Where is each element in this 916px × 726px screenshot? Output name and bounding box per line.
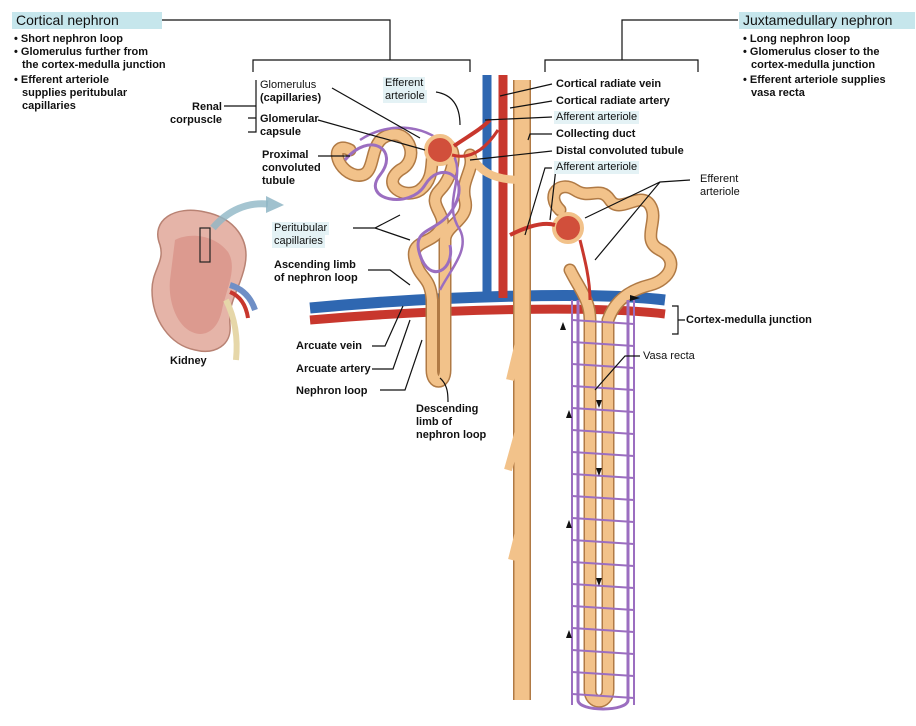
label-limb-of: limb of — [416, 416, 453, 428]
bullet-line: • Long nephron loop — [743, 33, 851, 45]
vasa-recta-rung — [571, 495, 635, 501]
label-of-nephron-loop: of nephron loop — [274, 272, 358, 284]
bullet-line: • Short nephron loop — [14, 33, 123, 45]
juxta-glomerulus — [552, 212, 584, 244]
label-afferent-arteriole: Afferent arteriole — [554, 111, 640, 124]
vasa-recta-rung — [571, 649, 635, 655]
label-proximal: Proximal — [262, 149, 309, 161]
label-collecting-duct: Collecting duct — [556, 128, 636, 140]
label-cortical-radiate-vein: Cortical radiate vein — [556, 78, 662, 90]
label-efferent-juxta-2: arteriole — [700, 186, 740, 198]
label-cortical-radiate-artery: Cortical radiate artery — [556, 95, 670, 107]
label-efferent-arteriole-2: arteriole — [383, 90, 427, 103]
flow-arrows — [560, 295, 640, 638]
label-capsule: capsule — [260, 126, 301, 138]
label-arcuate-artery: Arcuate artery — [296, 363, 371, 375]
label-efferent-arteriole-1: Efferent — [383, 77, 426, 90]
label-convoluted: convoluted — [262, 162, 321, 174]
cortical-nephron-tubule — [330, 128, 523, 388]
vasa-recta-rung — [571, 473, 635, 479]
bullet-line: cortex-medulla junction — [751, 59, 876, 71]
juxtamedullary-nephron-title: Juxtamedullary nephron — [739, 12, 915, 29]
label-efferent-juxta-1: Efferent — [700, 173, 739, 185]
label-glomerulus: Glomerulus — [260, 79, 317, 91]
vasa-recta-rung — [571, 385, 635, 391]
label-renal: Renal — [192, 101, 222, 113]
bullet-line: • Glomerulus further from — [14, 46, 149, 58]
label-ascending-limb: Ascending limb — [274, 259, 356, 271]
vasa-recta-rung — [571, 341, 635, 347]
vasa-recta-rung — [571, 671, 635, 677]
label-descending-nephron-loop: nephron loop — [416, 429, 487, 441]
label-corpuscle: corpuscle — [170, 114, 222, 126]
label-glomerular: Glomerular — [260, 113, 319, 125]
vasa-recta-rung — [571, 693, 635, 699]
vasa-recta-rung — [571, 319, 635, 325]
bullet-line: • Efferent arteriole — [14, 74, 109, 86]
juxtamedullary-nephron-tubule — [547, 180, 678, 708]
vasa-recta — [571, 300, 635, 711]
label-arcuate-vein: Arcuate vein — [296, 340, 363, 352]
bullet-line: supplies peritubular — [22, 87, 128, 99]
bullet-line: capillaries — [22, 100, 76, 112]
vasa-recta-rung — [571, 451, 635, 457]
bullet-line: the cortex-medulla junction — [22, 59, 166, 71]
label-descending: Descending — [416, 403, 479, 415]
label-afferent-arteriole-juxta: Afferent arteriole — [554, 161, 640, 174]
vasa-recta-rung — [571, 583, 635, 589]
bullet-line: • Glomerulus closer to the — [743, 46, 880, 58]
label-distal-convoluted-tubule: Distal convoluted tubule — [556, 145, 684, 157]
label-peritubular-capillaries: capillaries — [272, 235, 325, 248]
vasa-recta-rung — [571, 561, 635, 567]
leader-lines — [160, 19, 738, 403]
peritubular-capillaries — [343, 143, 461, 274]
label-tubule: tubule — [262, 175, 295, 187]
vasa-recta-rung — [571, 363, 635, 369]
cortical-glomerulus — [424, 134, 456, 166]
vasa-recta-rung — [571, 517, 635, 523]
vasa-recta-rung — [571, 429, 635, 435]
bullet-line: vasa recta — [751, 87, 805, 99]
label-kidney: Kidney — [170, 355, 207, 367]
vasa-recta-rung — [571, 605, 635, 611]
cortical-nephron-title: Cortical nephron — [12, 12, 162, 29]
label-vasa-recta: Vasa recta — [643, 350, 695, 362]
vasa-recta-rung — [571, 407, 635, 413]
label-glomerulus-capillaries: (capillaries) — [260, 92, 322, 104]
vasa-recta-rung — [571, 539, 635, 545]
label-nephron-loop: Nephron loop — [296, 385, 368, 397]
label-peritubular: Peritubular — [272, 222, 330, 235]
kidney-illustration — [151, 209, 258, 361]
label-cortex-medulla-junction: Cortex-medulla junction — [686, 314, 812, 326]
vasa-recta-rung — [571, 627, 635, 633]
bullet-line: • Efferent arteriole supplies — [743, 74, 886, 86]
zoom-arrow-icon — [210, 200, 269, 231]
